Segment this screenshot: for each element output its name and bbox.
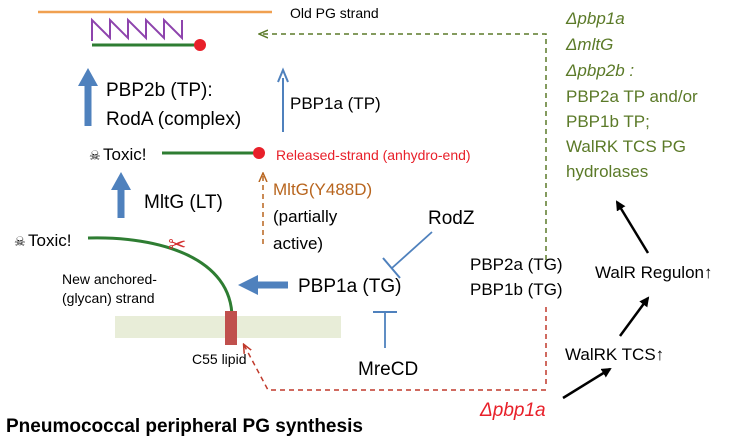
walrk-up-arrow: [562, 367, 612, 400]
delta-pbp1a-bottom-label: Δpbp1a: [479, 400, 546, 421]
delta-pbp1a-dashed-arrow: [244, 345, 546, 391]
strand-end-dot-top: [194, 39, 206, 51]
new-anchored-strand-curve: [87, 236, 234, 319]
c55-lipid-anchor: [225, 311, 237, 345]
walr-regulon-label: WalR Regulon↑: [595, 263, 712, 282]
skull-crossbones-icon: ☠: [89, 148, 101, 163]
old-strand-label: Old PG strand: [290, 5, 379, 21]
strand-end-dot-released: [253, 147, 265, 159]
right-panel-line-5: PBP1b TP;: [566, 112, 650, 131]
right-panel-line-3: Δpbp2b :: [565, 61, 634, 80]
crosslink-zigzag: [91, 17, 183, 41]
toxic-top-label: Toxic!: [103, 145, 146, 164]
walr-to-panel-arrow: [615, 200, 650, 254]
right-panel-line-4: PBP2a TP and/or: [566, 87, 698, 106]
pbp1a-tp-label: PBP1a (TP): [290, 94, 381, 113]
walrk-tcs-label: WalRK TCS↑: [565, 345, 664, 364]
walr-regulon-arrow: [618, 296, 650, 337]
c55-lipid-label: C55 lipid: [192, 351, 246, 367]
mltg-arrow: [111, 172, 131, 218]
new-strand-label-line2: (glycan) strand: [62, 290, 155, 306]
right-panel-line-7: hydrolases: [566, 162, 648, 181]
mrecd-label: MreCD: [358, 359, 418, 380]
pbp2b-label-line1: PBP2b (TP):: [106, 80, 213, 101]
pbp2b-arrow: [78, 68, 98, 126]
mltg-mutant-label: MltG(Y488D): [273, 180, 372, 199]
rodz-inhibition: [382, 231, 433, 279]
released-strand-label: Released-strand (anhydro-end): [276, 147, 471, 163]
partially-label-line2: active): [273, 234, 323, 253]
mltg-label: MltG (LT): [144, 192, 223, 213]
pbp2b-label-line2: RodA (complex): [106, 109, 241, 130]
toxic-left-label: Toxic!: [28, 231, 71, 250]
right-panel-line-6: WalRK TCS PG: [566, 137, 686, 156]
pbp1b-tg-label: PBP1b (TG): [470, 280, 563, 299]
rodz-label: RodZ: [428, 208, 475, 229]
pbp1a-tg-arrow: [238, 275, 288, 295]
pbp1a-tp-arrow: [277, 67, 289, 132]
pbp2a-tg-label: PBP2a (TG): [470, 255, 563, 274]
right-panel-line-1: Δpbp1a: [565, 9, 625, 28]
partially-label-line1: (partially: [273, 207, 338, 226]
pbp1a-tg-label: PBP1a (TG): [298, 276, 401, 297]
mrecd-inhibition: [373, 311, 397, 348]
right-panel-dashed-arrow: [260, 34, 547, 260]
right-panel-text: Δpbp1a ΔmltG Δpbp2b : PBP2a TP and/or PB…: [565, 9, 698, 181]
skull-crossbones-icon: ☠: [14, 234, 26, 249]
right-panel-line-2: ΔmltG: [565, 35, 613, 54]
new-strand-label-line1: New anchored-: [62, 271, 157, 287]
figure-title: Pneumococcal peripheral PG synthesis: [6, 416, 363, 437]
scissors-icon: ✂: [168, 233, 186, 258]
